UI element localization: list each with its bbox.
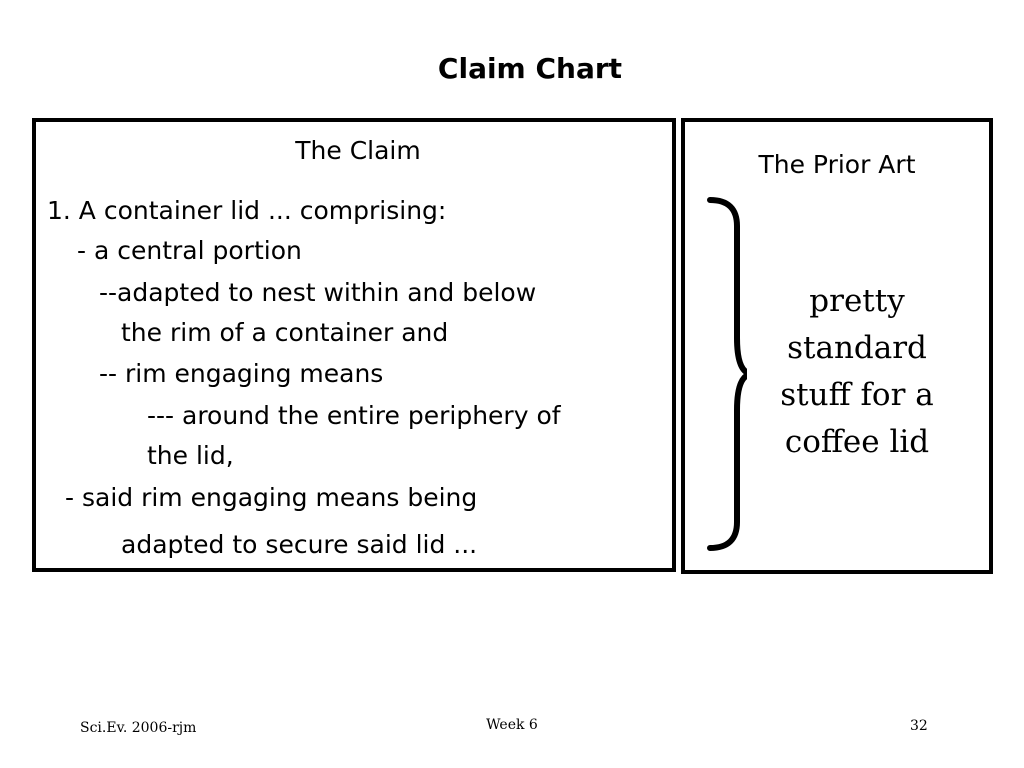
claim-heading: The Claim (295, 136, 421, 165)
footer-slide-number: 32 (910, 718, 928, 734)
prior-art-line: standard (787, 330, 927, 366)
prior-art-text: pretty standard stuff for a coffee lid (769, 278, 945, 466)
right-brace-icon (707, 197, 747, 551)
prior-art-line: coffee lid (784, 424, 930, 460)
prior-art-box: The Prior Art pretty standard stuff for … (681, 118, 993, 574)
prior-art-line: pretty (809, 283, 905, 319)
claim-line: the rim of a container and (121, 318, 449, 347)
slide-title: Claim Chart (437, 52, 623, 85)
claim-line: --adapted to nest within and below (99, 278, 537, 307)
claim-line: 1. A container lid ... comprising: (47, 196, 447, 225)
claim-line: adapted to secure said lid ... (121, 530, 478, 559)
footer-week: Week 6 (486, 717, 538, 733)
claim-line: --- around the entire periphery of (147, 401, 561, 430)
claim-line: the lid, (147, 441, 234, 470)
prior-art-line: stuff for a (780, 377, 934, 413)
footer-course: Sci.Ev. 2006-rjm (80, 720, 197, 736)
claim-line: - said rim engaging means being (65, 483, 478, 512)
claim-line: -- rim engaging means (99, 359, 384, 388)
claim-line: - a central portion (77, 236, 302, 265)
claim-box: The Claim 1. A container lid ... compris… (32, 118, 676, 572)
prior-art-heading: The Prior Art (758, 150, 916, 179)
